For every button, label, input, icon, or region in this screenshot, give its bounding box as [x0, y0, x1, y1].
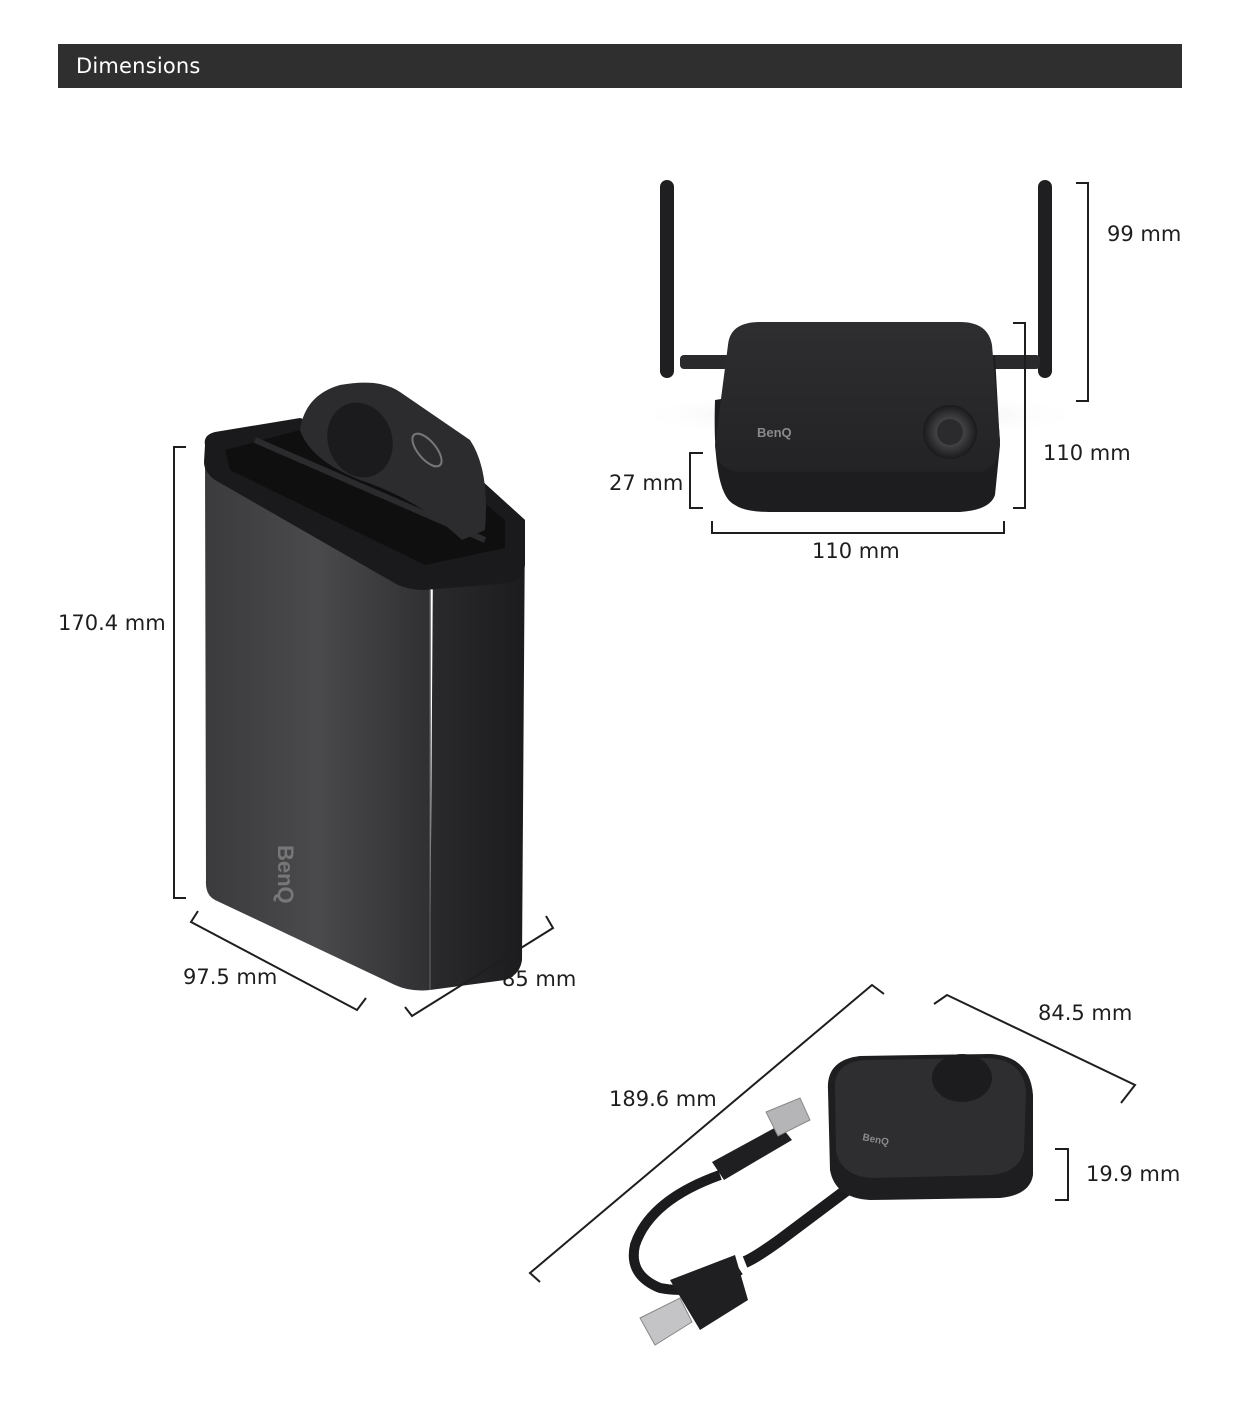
receiver-logo: BenQ — [757, 425, 792, 440]
button-product: BenQ — [628, 1054, 1033, 1346]
cradle-logo: BenQ — [273, 845, 298, 904]
section-title: Dimensions — [76, 54, 201, 78]
receiver-total-height-label: 110 mm — [1043, 441, 1131, 465]
dimension-lines — [173, 182, 1137, 1283]
receiver-width-label: 110 mm — [812, 539, 900, 563]
button-height-label: 19.9 mm — [1086, 1162, 1181, 1186]
receiver-antenna-height-label: 99 mm — [1107, 222, 1182, 246]
receiver-product: BenQ — [630, 180, 1090, 512]
section-header: Dimensions — [58, 44, 1182, 88]
button-width-label: 84.5 mm — [1038, 1001, 1133, 1025]
cradle-product: BenQ — [204, 382, 525, 991]
cradle-depth-label: 85 mm — [502, 967, 577, 991]
cradle-height-label: 170.4 mm — [58, 611, 166, 635]
receiver-body-height-label: 27 mm — [609, 471, 684, 495]
cradle-width-label: 97.5 mm — [183, 965, 278, 989]
button-logo: BenQ — [861, 1132, 890, 1148]
button-length-label: 189.6 mm — [609, 1087, 717, 1111]
